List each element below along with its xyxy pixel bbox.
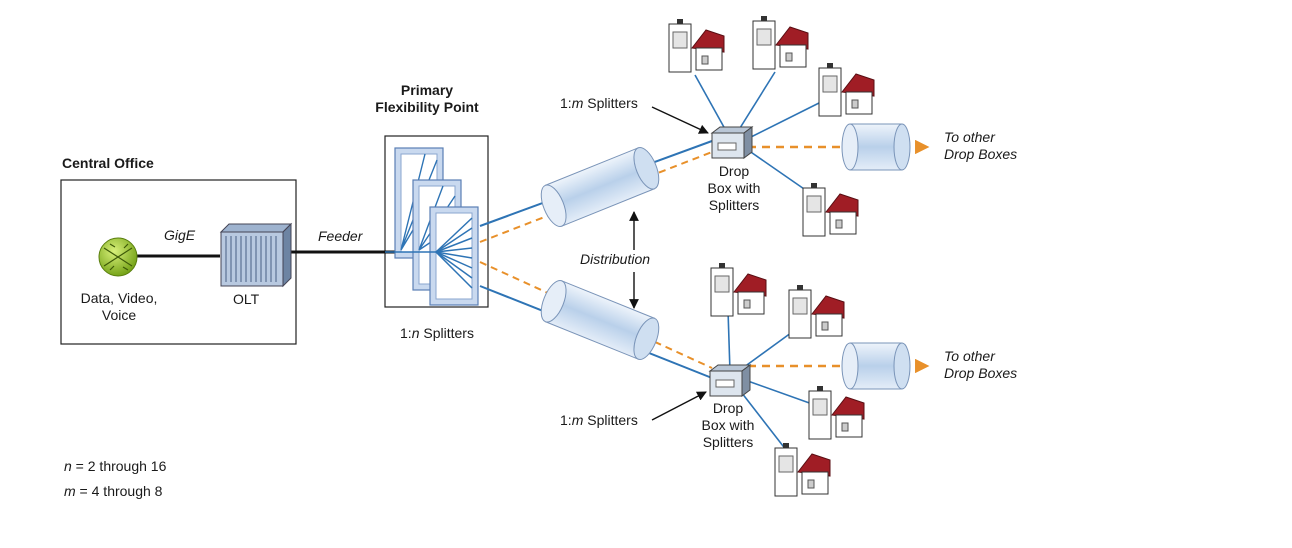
source-label-line-2: Voice [101,307,137,323]
drop-box-label-upper: Drop Box with Splitters [696,163,772,214]
splitter-fan [385,217,473,289]
central-office-title: Central Office [62,155,154,171]
drop-box-label-line: Drop [718,163,750,179]
secondary-splitter-label-lower: 1:m Splitters [560,412,638,428]
to-other-line: To other [944,129,995,145]
olt-rack-icon [219,222,293,288]
drop-box-label-line: Splitters [708,197,760,213]
globe-router-icon [98,237,138,277]
to-other-line: Drop Boxes [944,146,1018,162]
home-ont-icon [752,16,809,70]
drop-box-label-line: Box with [707,180,761,196]
home-ont-icon [808,386,865,440]
drop-box-icon [708,364,752,397]
primary-flex-title: Primary Flexibility Point [372,82,482,116]
secondary-splitter-label-upper: 1:m Splitters [560,95,638,111]
distribution-label: Distribution [580,251,651,267]
gige-label: GigE [164,227,196,243]
fiber-cable-icon [841,342,911,390]
olt-label: OLT [233,291,260,307]
drop-box-label-line: Splitters [702,434,754,450]
primary-flex-title-line-2: Flexibility Point [375,99,479,115]
fiber-cable-icon [841,123,911,171]
home-ont-icon [818,63,875,117]
fiber-cable-icon [540,147,660,227]
to-other-label-lower: To other Drop Boxes [944,348,1017,382]
home-ont-icon [710,263,767,317]
drop-box-label-line: Box with [701,417,755,433]
to-other-line: To other [944,348,995,364]
home-ont-icon [668,19,725,73]
primary-flex-title-line-1: Primary [400,82,454,98]
source-label-line-1: Data, Video, [80,290,158,306]
feeder-label: Feeder [318,228,363,244]
to-other-line: Drop Boxes [944,365,1018,381]
drop-box-label-lower: Drop Box with Splitters [690,400,766,451]
home-ont-icon [802,183,859,237]
drop-box-icon [710,126,754,159]
home-ont-icon [788,285,845,339]
source-label: Data, Video, Voice [74,290,164,324]
splitter-pointer-lower [651,391,707,421]
primary-splitter-label: 1:n Splitters [400,325,474,341]
splitter-pointer-upper [651,106,709,134]
spare-fiber-lower [479,261,713,369]
fiber-cable-icon [540,280,660,360]
home-ont-icon [774,443,831,497]
to-other-label-upper: To other Drop Boxes [944,129,1017,163]
legend-m: m = 4 through 8 [64,483,163,499]
drop-box-label-line: Drop [712,400,744,416]
legend-n: n = 2 through 16 [64,458,167,474]
